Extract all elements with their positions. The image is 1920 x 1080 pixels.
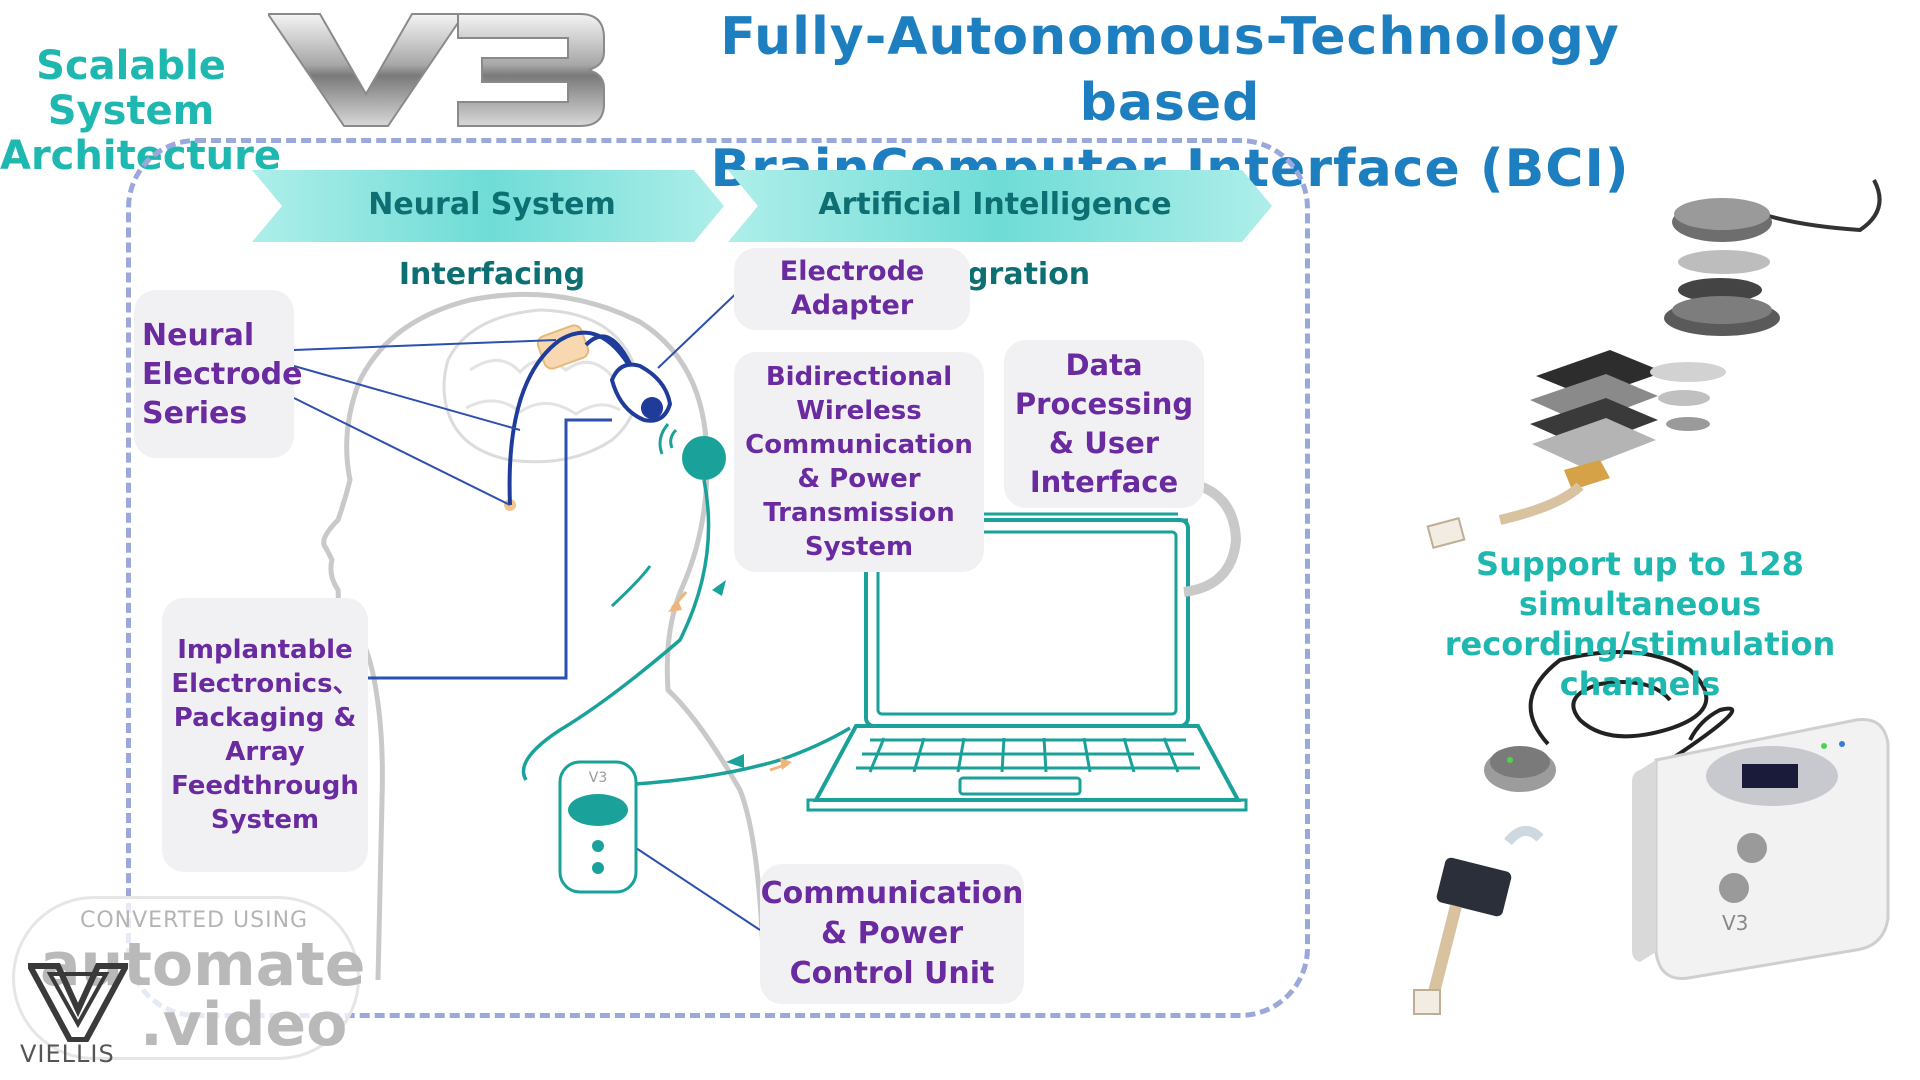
bidirectional-l3: Communication: [745, 430, 973, 460]
box-neural-electrode: Neural Electrode Series: [134, 290, 302, 458]
implantable-l4: Array: [225, 737, 305, 767]
viellis-logo-icon: [28, 963, 128, 1042]
ribbon-neural-shape: [252, 170, 724, 242]
ribbon-neural: Neural System Interfacing: [368, 187, 616, 292]
comm-power-l1: Communication: [760, 876, 1024, 911]
implantable-l3: Packaging &: [173, 703, 357, 733]
support-line-2: recording/stimulation channels: [1444, 625, 1836, 703]
data-processing-l3: & User: [1048, 426, 1160, 460]
page-title: Fully-Autonomous-Technology based BrainC…: [640, 4, 1700, 202]
bidirectional-l6: System: [804, 532, 914, 562]
box-implantable-electronics: Implantable Electronics、 Packaging & Arr…: [162, 598, 368, 872]
ribbon-ai-shape: [728, 170, 1272, 242]
watermark-top: CONVERTED USING: [80, 908, 309, 933]
watermark-line-2: .video: [140, 990, 348, 1060]
electrode-adapter-l2: Adapter: [790, 290, 914, 321]
watermark-line-1: automate: [40, 930, 366, 1000]
data-processing-l2: Processing: [1014, 387, 1194, 421]
bidirectional-l4: & Power: [797, 464, 921, 494]
controller-logo: V3: [1722, 911, 1748, 935]
implantable-l5: Feedthrough: [171, 771, 359, 801]
implantable-l6: System: [210, 805, 320, 835]
watermark-brand: VIELLIS: [20, 1040, 115, 1068]
v3-logo: [268, 13, 605, 127]
box-data-processing: Data Processing & User Interface: [1004, 340, 1204, 508]
implantable-l1: Implantable: [177, 635, 353, 665]
exploded-implant-render: [1426, 179, 1882, 549]
data-processing-l1: Data: [1065, 348, 1143, 382]
laptop: [806, 512, 1248, 812]
wireless-module: [682, 436, 726, 480]
ribbon-shapes: [252, 170, 1272, 242]
control-unit-label: V3: [589, 770, 607, 786]
support-caption: Support up to 128 simultaneous recording…: [1360, 544, 1920, 704]
electrode-patch: [536, 324, 590, 370]
title-line-1: Fully-Autonomous-Technology based: [720, 7, 1620, 133]
probe-render: [1413, 826, 1544, 1015]
bidirectional-l5: Transmission: [763, 498, 955, 528]
comm-power-l2: & Power: [820, 916, 964, 951]
watermark-badge: [12, 896, 360, 1060]
arch-line-2: System: [47, 88, 215, 134]
brain-shape: [442, 308, 639, 464]
neural-electrode-l1: Neural: [142, 317, 255, 353]
electrode-adapter-l1: Electrode: [779, 256, 925, 287]
control-unit-device: [558, 760, 638, 894]
head-silhouette: [321, 291, 767, 981]
box-communication-power-unit: Communication & Power Control Unit: [760, 864, 1024, 1004]
box-electrode-adapter: Electrode Adapter: [734, 248, 970, 330]
architecture-label: Scalable System Architecture: [0, 43, 281, 179]
bidirectional-l1: Bidirectional: [765, 362, 953, 392]
data-processing-l4: Interface: [1029, 465, 1179, 499]
support-line-1: Support up to 128 simultaneous: [1476, 545, 1804, 623]
arch-line-1: Scalable: [36, 43, 226, 89]
implantable-l2: Electronics、: [171, 669, 359, 699]
box-bidirectional-wireless: Bidirectional Wireless Communication & P…: [734, 352, 984, 572]
comm-power-l3: Control Unit: [789, 956, 995, 991]
system-frame: [126, 138, 1310, 1018]
external-controller-render: V3: [1484, 650, 1890, 980]
neural-electrode-l3: Series: [142, 395, 248, 431]
bidirectional-l2: Wireless: [796, 396, 922, 426]
neural-electrode-l2: Electrode: [142, 356, 303, 392]
